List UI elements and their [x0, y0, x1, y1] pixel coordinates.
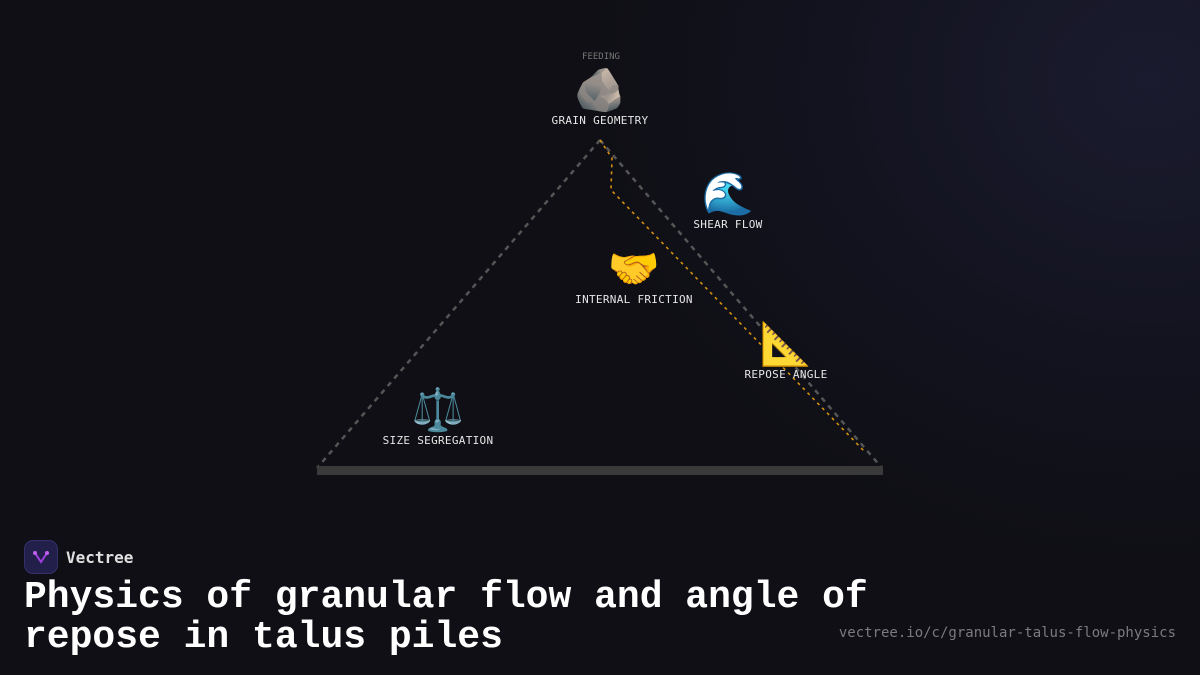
node-label: GRAIN GEOMETRY: [551, 114, 649, 127]
node-internal-friction[interactable]: 🤝 INTERNAL FRICTION: [575, 245, 693, 307]
title-line-1: Physics of granular flow and angle of: [24, 576, 868, 619]
feeding-label: FEEDING: [582, 52, 620, 62]
rock-icon: 🪨: [573, 65, 627, 114]
vectree-logo-icon: [24, 540, 58, 574]
page-title: Physics of granular flow and angle of re…: [24, 578, 868, 658]
node-label: SHEAR FLOW: [693, 218, 763, 231]
left-slope-line: [316, 139, 601, 469]
node-label: INTERNAL FRICTION: [575, 293, 693, 306]
node-label: REPOSE ANGLE: [744, 368, 828, 381]
triangular-ruler-icon: 📐: [759, 319, 813, 368]
wave-icon: 🌊: [701, 169, 755, 218]
node-repose-angle[interactable]: 📐 REPOSE ANGLE: [744, 320, 827, 382]
brand: Vectree: [24, 540, 133, 574]
source-url: vectree.io/c/granular-talus-flow-physics: [838, 625, 1176, 641]
node-grain-geometry[interactable]: 🪨 GRAIN GEOMETRY: [552, 66, 649, 128]
title-line-2: repose in talus piles: [24, 616, 503, 659]
ground-base: [317, 466, 883, 475]
handshake-icon: 🤝: [607, 244, 661, 293]
node-shear-flow[interactable]: 🌊 SHEAR FLOW: [693, 170, 762, 232]
brand-name: Vectree: [66, 547, 134, 567]
flow-path: [599, 139, 866, 453]
node-label: SIZE SEGREGATION: [382, 434, 494, 447]
node-size-segregation[interactable]: ⚖️ SIZE SEGREGATION: [383, 386, 494, 448]
balance-scale-icon: ⚖️: [411, 385, 465, 434]
right-slope-line: [599, 139, 883, 469]
